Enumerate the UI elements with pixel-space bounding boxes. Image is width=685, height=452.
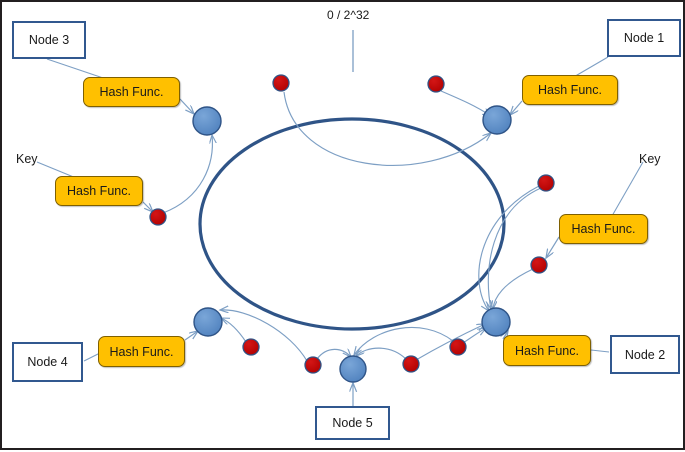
hash-to-node3-arrow xyxy=(179,98,194,114)
key-label-left: Key xyxy=(16,152,38,166)
key-dot-2 xyxy=(427,75,445,93)
key-dot-1 xyxy=(272,74,290,92)
hash-to-node1-arrow xyxy=(510,100,523,115)
key-to-node-arc-8 xyxy=(415,324,485,361)
connector-node1-to-hash xyxy=(571,56,609,79)
key-to-node-arc-4 xyxy=(493,268,534,309)
hash-func-box-key-right[interactable]: Hash Func. xyxy=(559,214,648,244)
key-to-node-arc-5 xyxy=(162,135,212,214)
node-box-node-2[interactable]: Node 2 xyxy=(610,335,680,374)
key-to-node-arc-3 xyxy=(488,187,542,309)
key-to-node-arc-11 xyxy=(356,348,407,360)
node-circle-2 xyxy=(481,307,511,337)
hash-func-box-key-left[interactable]: Hash Func. xyxy=(55,176,143,206)
key-to-node-arc-2 xyxy=(440,90,491,116)
key-to-node-arc-9 xyxy=(462,328,486,344)
connector-node2-to-hash xyxy=(590,349,610,353)
key-to-node-arc-7 xyxy=(220,310,308,362)
connector-keyright-to-hash xyxy=(611,161,644,217)
key-to-node-arc-1 xyxy=(283,91,491,166)
ring-origin-label: 0 / 2^32 xyxy=(327,8,370,22)
key-dot-9 xyxy=(449,338,467,356)
key-dot-6 xyxy=(242,338,260,356)
key-dot-5 xyxy=(149,208,167,226)
hash-ring xyxy=(198,117,506,331)
key-dot-8 xyxy=(402,355,420,373)
hash-func-box-node-1[interactable]: Hash Func. xyxy=(522,75,618,105)
key-to-node-arc-12 xyxy=(354,326,454,355)
key-label-right: Key xyxy=(639,152,661,166)
hash-func-box-node-4[interactable]: Hash Func. xyxy=(98,336,185,367)
hash-to-keydot-left-arrow xyxy=(142,201,153,212)
key-to-node-arc-13 xyxy=(478,185,540,311)
hash-func-box-node-3[interactable]: Hash Func. xyxy=(83,77,180,107)
node-circle-4 xyxy=(193,307,223,337)
key-dot-3 xyxy=(537,174,555,192)
node-box-node-3[interactable]: Node 3 xyxy=(12,21,86,59)
node-circles-group xyxy=(192,105,512,383)
key-dot-4 xyxy=(530,256,548,274)
node-circle-5 xyxy=(339,355,367,383)
node-circle-3 xyxy=(192,106,222,136)
node-box-node-4[interactable]: Node 4 xyxy=(12,342,83,382)
key-to-node-arc-10 xyxy=(316,349,351,360)
node-box-node-1[interactable]: Node 1 xyxy=(607,19,681,57)
key-dot-7 xyxy=(304,356,322,374)
node-circle-1 xyxy=(482,105,512,135)
hash-func-box-node-2[interactable]: Hash Func. xyxy=(503,335,591,366)
connector-keyleft-to-hash xyxy=(36,161,77,179)
key-dots-group xyxy=(149,74,555,374)
hash-to-node4-arrow xyxy=(184,331,198,341)
node-box-node-5[interactable]: Node 5 xyxy=(315,406,390,440)
hash-to-keydot-right-arrow xyxy=(546,236,560,258)
key-to-node-arc-6 xyxy=(221,318,247,343)
